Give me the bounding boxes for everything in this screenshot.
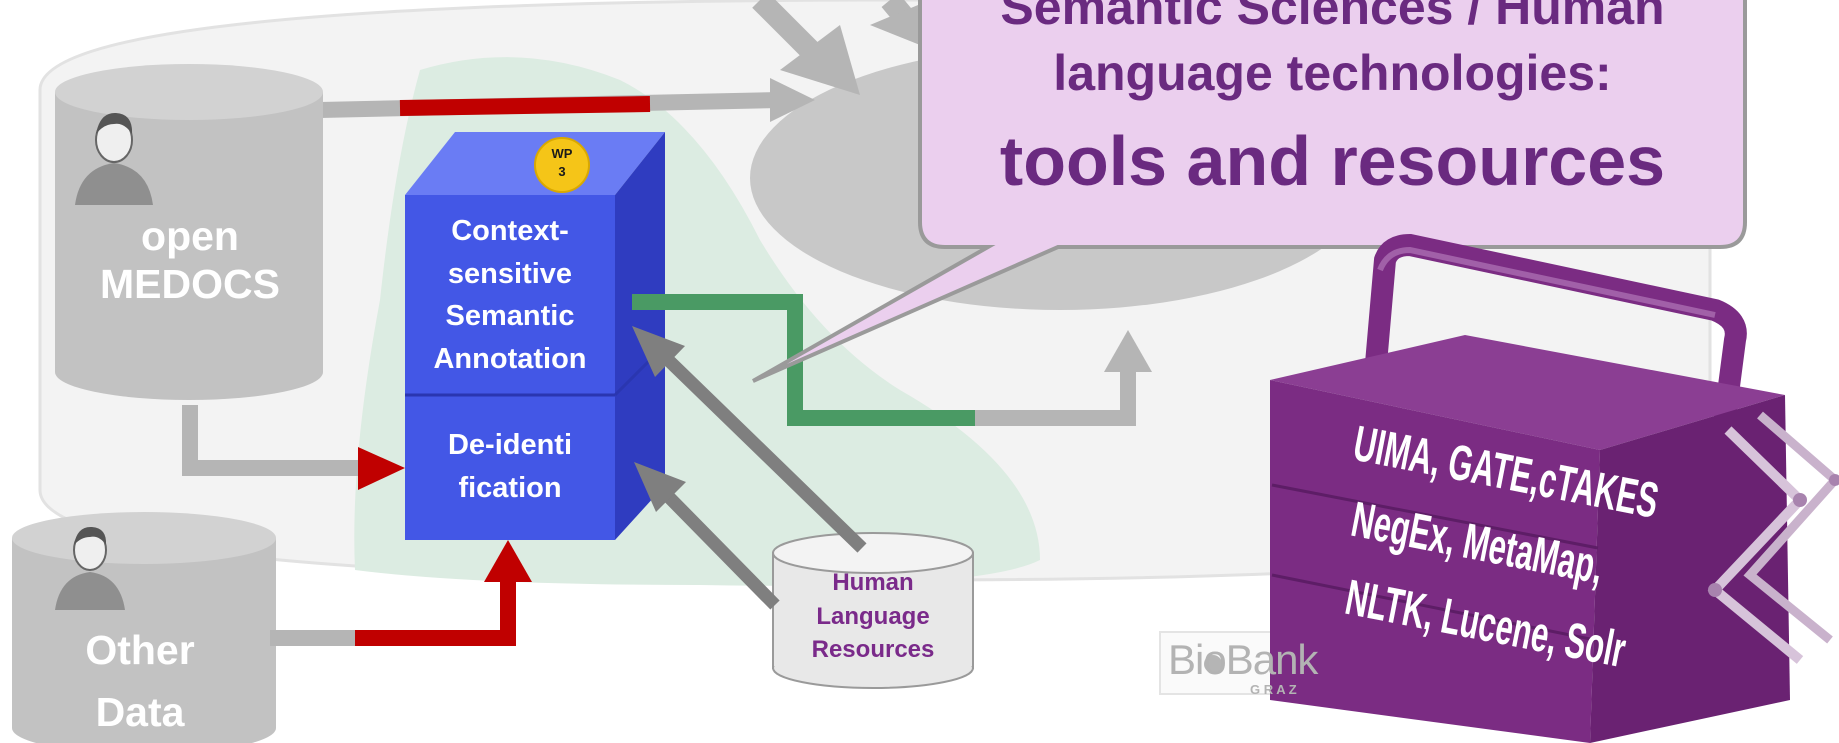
biobank-graz-text: G R A Z: [1250, 682, 1297, 697]
callout-line-2: language technologies:: [1053, 45, 1612, 101]
callout-line-1: Semantic Sciences / Human: [1000, 0, 1665, 35]
medocs-red-segment: [399, 96, 651, 116]
wp-badge: [534, 137, 590, 193]
medocs-arrow-head: [770, 78, 815, 122]
human-language-resources-label: Human Language Resources: [811, 569, 935, 664]
callout-line-3: tools and resources: [999, 122, 1666, 200]
deidentification-label: De-identi fication: [447, 429, 573, 504]
resources-to-annotation-arrow: [655, 347, 867, 553]
person-icon: [55, 526, 125, 610]
output-to-repository-arrow: [975, 360, 1136, 426]
process-box: [405, 132, 667, 540]
medocs-to-deid-arrow: [182, 405, 360, 476]
other-to-deid-red: [355, 580, 516, 646]
resources-to-deid-head: [634, 462, 686, 512]
person-icon: [75, 112, 153, 205]
wp-badge-label: WP 3: [551, 146, 573, 179]
cylinder-icon: [772, 532, 974, 689]
resources-to-deid-arrow: [655, 483, 780, 610]
open-medocs-label: open MEDOCS: [100, 213, 280, 308]
output-arrow-head: [1104, 330, 1152, 372]
speech-bubble-icon: [752, 0, 1747, 383]
resources-to-annotation-head: [632, 326, 685, 377]
biobank-logo-dot: [1204, 655, 1222, 673]
medocs-to-deid-head: [358, 447, 405, 490]
top-arrow-1-head: [780, 25, 860, 95]
annotation-label: Context- sensitive Semantic Annotation: [433, 215, 587, 375]
other-to-deid-head: [484, 540, 532, 582]
other-data-label: Other Data: [85, 627, 195, 735]
toolbox-icon: [1270, 233, 1839, 743]
biobank-logo-text: BioBank: [1168, 636, 1318, 683]
